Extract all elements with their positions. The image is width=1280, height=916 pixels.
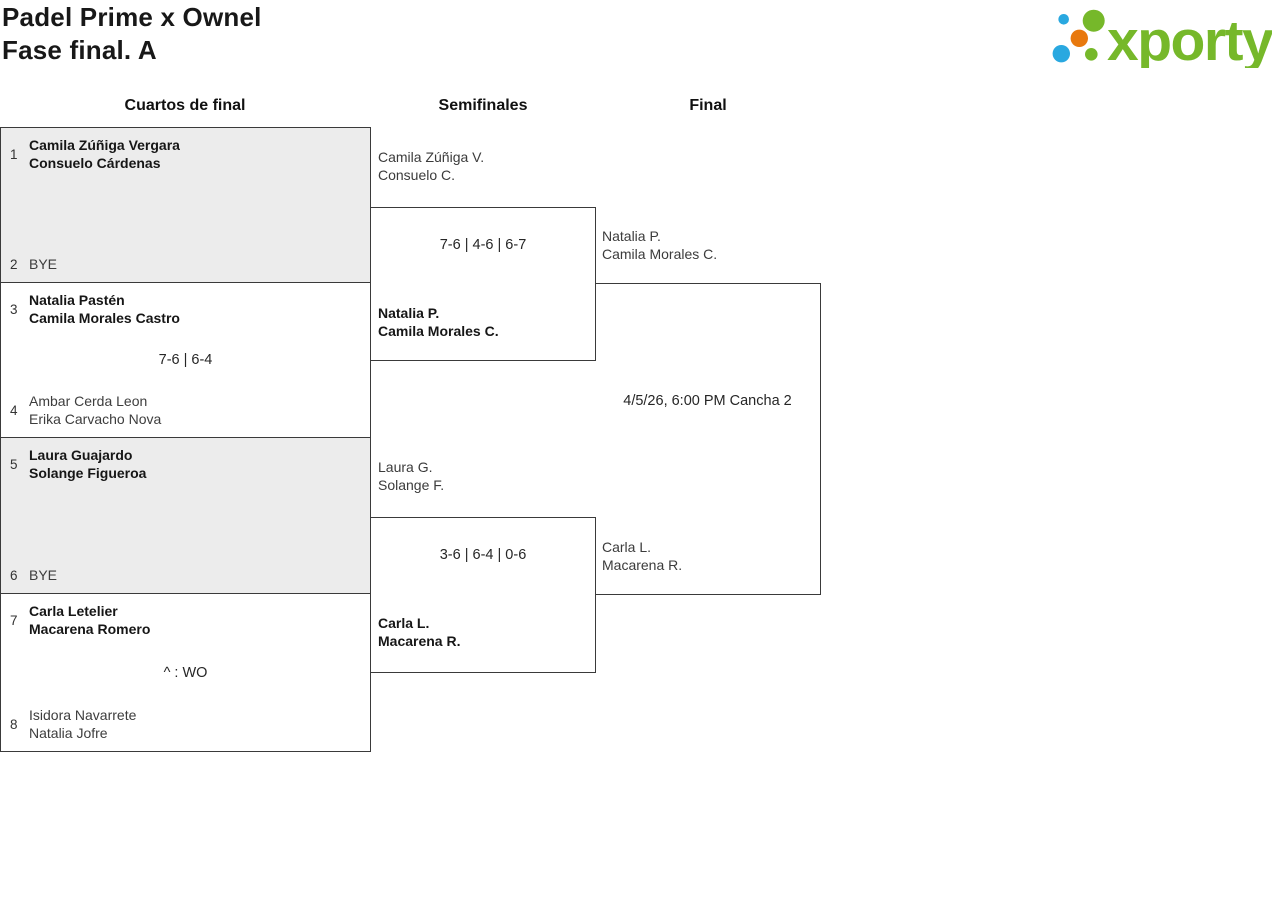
- team-name: Camila Zúñiga V.: [378, 149, 485, 165]
- team-entry: 1 Camila Zúñiga Vergara Consuelo Cárdena…: [10, 136, 180, 172]
- qf-match-3[interactable]: 5 Laura Guajardo Solange Figueroa 6 BYE: [0, 437, 371, 594]
- match-score: 3-6 | 6-4 | 0-6: [439, 547, 527, 563]
- sf-team-label: Camila Zúñiga V. Consuelo C.: [378, 148, 484, 184]
- match-score: 7-6 | 6-4: [158, 352, 213, 368]
- team-name: Camila Morales Castro: [29, 310, 180, 326]
- team-entry: 4 Ambar Cerda Leon Erika Carvacho Nova: [10, 392, 161, 428]
- team-name: Consuelo C.: [378, 167, 456, 183]
- stage-title: Fase final. A: [2, 35, 157, 65]
- seed-number: 8: [10, 716, 18, 732]
- round-header-quarterfinals: Cuartos de final: [124, 97, 246, 114]
- final-team-top: Natalia P. Camila Morales C.: [602, 227, 717, 263]
- seed-number: 1: [10, 146, 18, 162]
- team-name: Carla L.: [602, 539, 652, 555]
- team-name: Erika Carvacho Nova: [29, 411, 162, 427]
- final-schedule: 4/5/26, 6:00 PM Cancha 2: [623, 393, 792, 409]
- team-entry: 6 BYE: [10, 566, 57, 584]
- seed-number: 5: [10, 456, 18, 472]
- team-entry: 2 BYE: [10, 255, 57, 273]
- team-name: Natalia P.: [378, 305, 440, 321]
- final-match[interactable]: Natalia P. Camila Morales C. 4/5/26, 6:0…: [595, 228, 821, 595]
- team-name: BYE: [29, 256, 58, 272]
- qf-match-2[interactable]: 3 Natalia Pastén Camila Morales Castro 7…: [0, 282, 371, 438]
- xporty-logo[interactable]: xporty: [1050, 4, 1272, 68]
- xporty-logo-text: xporty: [1107, 9, 1272, 68]
- qf-match-4[interactable]: 7 Carla Letelier Macarena Romero ^ : WO …: [0, 593, 371, 752]
- qf-match-1[interactable]: 1 Camila Zúñiga Vergara Consuelo Cárdena…: [0, 127, 371, 283]
- seed-number: 4: [10, 402, 18, 418]
- sf-winner-label: Carla L. Macarena R.: [378, 614, 460, 650]
- match-score: ^ : WO: [163, 664, 208, 681]
- seed-number: 2: [10, 256, 18, 272]
- team-entry: 5 Laura Guajardo Solange Figueroa: [10, 446, 146, 482]
- round-header-semifinals: Semifinales: [438, 97, 528, 114]
- sf-match-1[interactable]: Camila Zúñiga V. Consuelo C. 7-6 | 4-6 |…: [370, 149, 596, 361]
- team-name: BYE: [29, 567, 58, 583]
- seed-number: 6: [10, 567, 18, 583]
- team-name: Solange F.: [378, 477, 445, 493]
- team-name: Laura G.: [378, 459, 433, 475]
- team-name: Camila Zúñiga Vergara: [29, 137, 180, 153]
- team-name: Carla Letelier: [29, 603, 118, 619]
- team-name: Natalia Pastén: [29, 292, 125, 308]
- team-name: Macarena R.: [378, 633, 461, 649]
- round-header-final: Final: [689, 97, 727, 114]
- logo-dots-icon: [1052, 9, 1105, 63]
- team-entry: 3 Natalia Pastén Camila Morales Castro: [10, 291, 180, 327]
- sf-match-2[interactable]: Laura G. Solange F. 3-6 | 6-4 | 0-6 Carl…: [370, 459, 596, 673]
- team-name: Natalia Jofre: [29, 725, 108, 741]
- tournament-title: Padel Prime x Ownel: [2, 2, 262, 32]
- team-name: Carla L.: [378, 615, 430, 631]
- page-title: Padel Prime x Ownel Fase final. A: [2, 1, 262, 67]
- team-name: Natalia P.: [602, 228, 661, 244]
- team-name: Camila Morales C.: [602, 246, 718, 262]
- team-entry: 8 Isidora Navarrete Natalia Jofre: [10, 706, 136, 742]
- team-entry: 7 Carla Letelier Macarena Romero: [10, 602, 150, 638]
- final-team-bottom: Carla L. Macarena R.: [602, 538, 682, 574]
- team-name: Consuelo Cárdenas: [29, 155, 161, 171]
- sf-winner-label: Natalia P. Camila Morales C.: [378, 304, 499, 340]
- match-score: 7-6 | 4-6 | 6-7: [439, 237, 527, 253]
- seed-number: 3: [10, 301, 18, 317]
- sf-team-label: Laura G. Solange F.: [378, 458, 444, 494]
- team-name: Macarena Romero: [29, 621, 151, 637]
- team-name: Macarena R.: [602, 557, 683, 573]
- team-name: Isidora Navarrete: [29, 707, 137, 723]
- seed-number: 7: [10, 612, 18, 628]
- team-name: Ambar Cerda Leon: [29, 393, 148, 409]
- team-name: Solange Figueroa: [29, 465, 147, 481]
- team-name: Camila Morales C.: [378, 323, 499, 339]
- team-name: Laura Guajardo: [29, 447, 133, 463]
